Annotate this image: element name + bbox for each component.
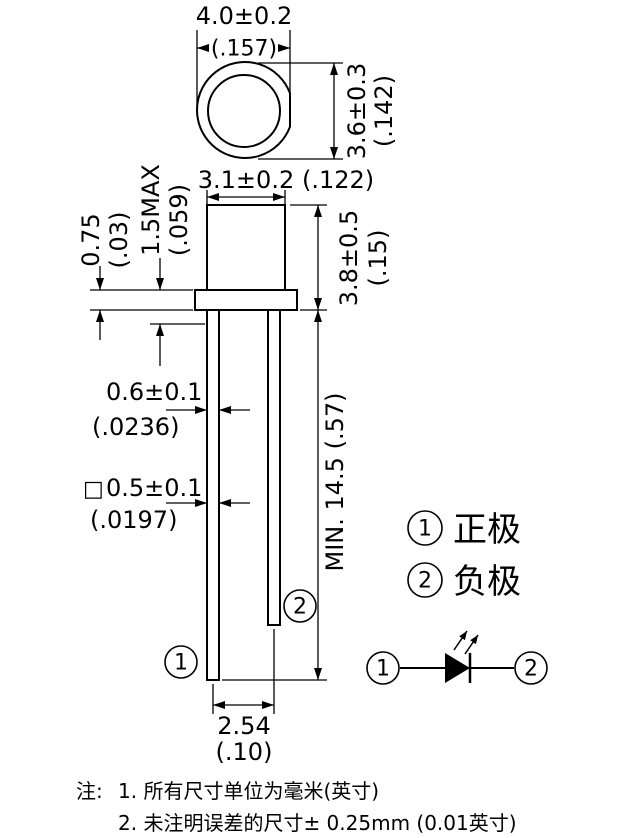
top-height-dimension-inch: (.142)	[370, 75, 398, 147]
body-height-dimension-inch: (.15)	[364, 230, 392, 287]
lead-length-dimension: MIN. 14.5 (.57)	[321, 393, 349, 572]
lead-square-dimension: 0.5±0.1	[106, 474, 202, 502]
flange-thickness-dimension: 0.75	[77, 213, 105, 266]
top-width-dimension-inch: (.157)	[211, 37, 277, 62]
symbol-anode-marker-circle	[366, 651, 400, 685]
led-flange	[194, 289, 298, 311]
legend-anode-marker-circle	[407, 510, 443, 546]
diode-triangle	[445, 653, 470, 683]
legend-cathode-marker-circle	[407, 562, 443, 598]
lead-width-dimension-inch: (.0236)	[92, 413, 179, 441]
symbol-anode-marker-number: 1	[376, 657, 390, 682]
pitch-dimension-inch: (.10)	[216, 738, 273, 766]
flange-thickness-dimension-inch: (.03)	[105, 212, 133, 269]
side-view: 3.1±0.2 (.122) 3.8±0.5 (.15) MIN. 14.5 (…	[77, 164, 392, 766]
pin-legend: 1 正极 2 负极	[407, 510, 521, 602]
pin1-marker-number: 1	[174, 651, 188, 676]
notes: 注: 1. 所有尺寸单位为毫米(英寸) 2. 未注明误差的尺寸± 0.25mm …	[76, 779, 517, 835]
note-2: 2. 未注明误差的尺寸± 0.25mm (0.01英寸)	[118, 811, 517, 835]
pin2-marker-circle	[283, 589, 317, 623]
lead-anode	[206, 309, 220, 681]
pitch-dimension: 2.54	[217, 712, 270, 740]
body-width-dimension-inch: (.122)	[302, 166, 374, 194]
square-symbol: □	[83, 477, 104, 502]
note-1: 1. 所有尺寸单位为毫米(英寸)	[118, 779, 379, 803]
pin2-marker-number: 2	[293, 595, 307, 620]
legend-cathode-label: 负极	[453, 562, 521, 602]
top-width-dimension: 4.0±0.2	[196, 2, 292, 30]
symbol-cathode-marker-circle	[514, 651, 548, 685]
lead-square-dimension-inch: (.0197)	[90, 506, 177, 534]
body-height-dimension: 3.8±0.5	[335, 210, 363, 306]
legend-anode-label: 正极	[453, 510, 521, 550]
flange-max-dimension-inch: (.059)	[165, 184, 193, 256]
light-emission-arrow-1	[453, 630, 468, 651]
top-height-dimension: 3.6±0.3	[343, 63, 371, 159]
notes-prefix: 注:	[76, 779, 103, 803]
lead-width-dimension: 0.6±0.1	[106, 378, 202, 406]
top-view: 4.0±0.2 (.157) 3.6±0.3 (.142)	[196, 2, 398, 160]
legend-anode-marker-number: 1	[418, 517, 432, 542]
pin1-marker-circle	[164, 645, 198, 679]
light-emission-arrow-2	[464, 634, 479, 655]
led-schematic-symbol: 1 2	[366, 630, 548, 685]
top-view-inner-circle	[207, 74, 281, 148]
lead-cathode	[267, 309, 281, 626]
body-width-dimension: 3.1±0.2	[198, 166, 294, 194]
led-body	[206, 204, 286, 291]
flange-max-dimension: 1.5MAX	[137, 164, 165, 256]
legend-cathode-marker-number: 2	[418, 569, 432, 594]
symbol-cathode-marker-number: 2	[524, 657, 538, 682]
